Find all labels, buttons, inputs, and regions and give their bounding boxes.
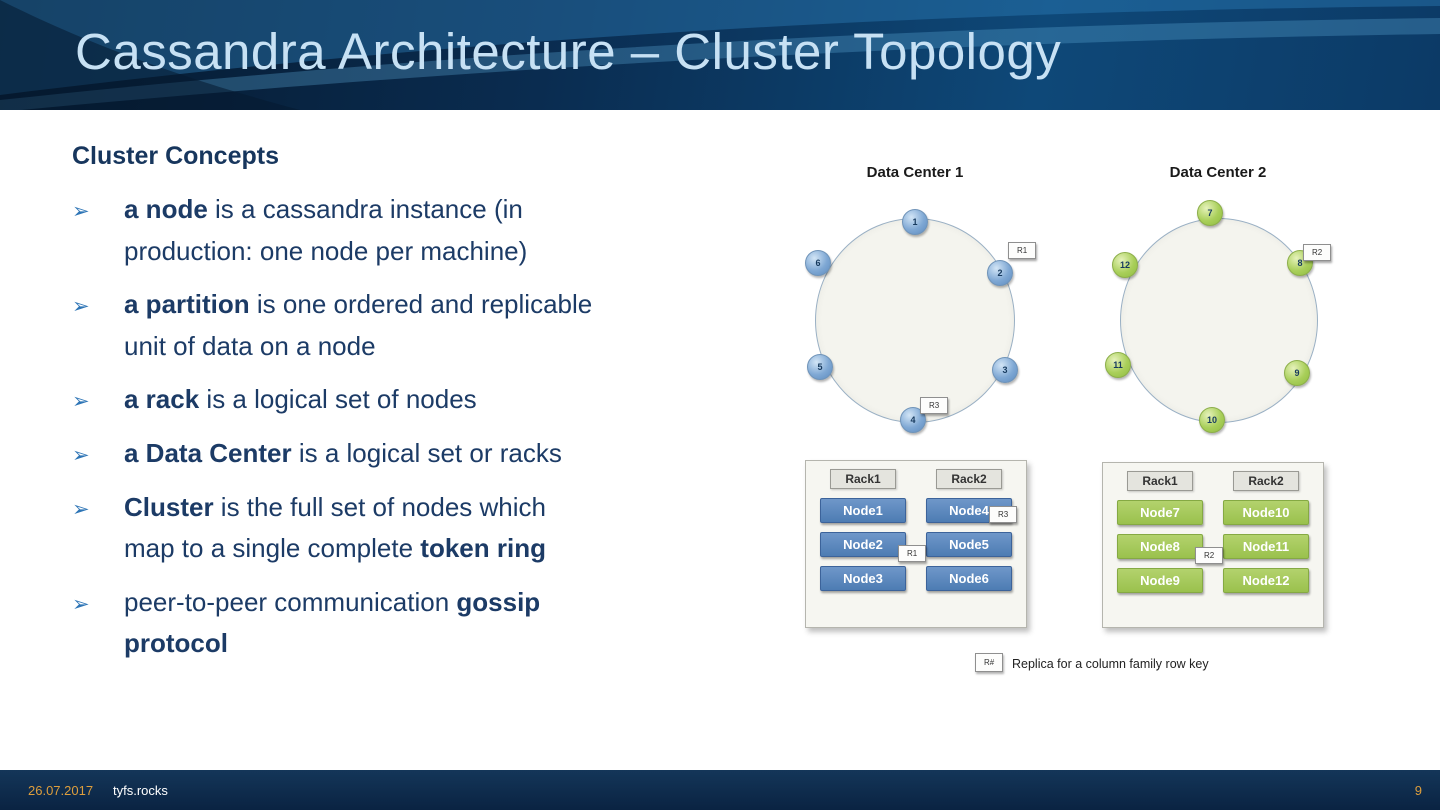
dc2-title: Data Center 2 (1169, 164, 1267, 181)
ring-node-7: 7 (1197, 200, 1223, 226)
bullet-item-datacenter: ➢ a Data Center is a logical set or rack… (72, 433, 752, 475)
replica-tag-r1: R1 (1008, 242, 1037, 259)
rack-node: Node10 (1223, 500, 1309, 525)
legend-replica-badge: R# (975, 653, 1004, 672)
content-area: Cluster Concepts ➢ a node is a cassandra… (72, 142, 752, 677)
header-swoosh-decoration (0, 0, 1440, 110)
replica-tag-r3: R3 (989, 506, 1018, 523)
bullet-arrow-icon: ➢ (72, 390, 90, 414)
cluster-topology-diagram: Data Center 1 Data Center 2 1 2 3 4 5 6 … (790, 150, 1360, 710)
rack-node: Node3 (820, 566, 906, 591)
bullet-arrow-icon: ➢ (72, 592, 90, 616)
rack-node: Node9 (1117, 568, 1203, 593)
replica-tag-r3: R3 (920, 397, 949, 414)
bullet-arrow-icon: ➢ (72, 200, 90, 223)
dc1-rack1-column: Rack1 Node1 Node2 Node3 (820, 469, 906, 600)
rack-node: Node2 (820, 532, 906, 557)
header-band: Cassandra Architecture – Cluster Topolog… (0, 0, 1440, 110)
bullet-arrow-icon: ➢ (72, 497, 90, 521)
dc2-token-ring (1120, 218, 1318, 423)
replica-tag-r2: R2 (1195, 547, 1224, 564)
dc1-title: Data Center 1 (866, 164, 964, 181)
bullet-arrow-icon: ➢ (72, 295, 90, 319)
rack-header: Rack1 (830, 469, 896, 489)
ring-node-11: 11 (1105, 352, 1131, 378)
footer-bar: 26.07.2017 tyfs.rocks 9 (0, 770, 1440, 810)
ring-node-12: 12 (1112, 252, 1138, 278)
ring-node-5: 5 (807, 354, 833, 380)
footer-site: tyfs.rocks (113, 783, 168, 798)
section-heading: Cluster Concepts (72, 142, 279, 170)
dc2-rack2-column: Rack2 Node10 Node11 Node12 (1223, 471, 1309, 602)
bullet-text: a rack is a logical set of nodes (124, 384, 477, 415)
bullet-text: a partition is one ordered and replicabl… (124, 289, 593, 361)
bullet-item-rack: ➢ a rack is a logical set of nodes (72, 379, 752, 421)
replica-tag-r1: R1 (898, 545, 927, 562)
dc2-rack1-column: Rack1 Node7 Node8 Node9 (1117, 471, 1203, 602)
rack-node: Node6 (926, 566, 1012, 591)
rack-node: Node11 (1223, 534, 1309, 559)
ring-node-10: 10 (1199, 407, 1225, 433)
rack-node: Node12 (1223, 568, 1309, 593)
rack-node: Node7 (1117, 500, 1203, 525)
bullet-text: a Data Center is a logical set or racks (124, 437, 562, 468)
bullet-item-cluster: ➢ Cluster is the full set of nodes which… (72, 487, 752, 570)
legend-text: Replica for a column family row key (1012, 657, 1209, 671)
dc2-rack-panel: Rack1 Node7 Node8 Node9 Rack2 Node10 Nod… (1102, 462, 1324, 628)
ring-node-6: 6 (805, 250, 831, 276)
ring-node-2: 2 (987, 260, 1013, 286)
rack-node: Node1 (820, 498, 906, 523)
rack-header: Rack1 (1127, 471, 1193, 491)
page-title: Cassandra Architecture – Cluster Topolog… (75, 23, 1062, 80)
ring-node-1: 1 (902, 209, 928, 235)
rack-header: Rack2 (936, 469, 1002, 489)
dc1-rack-panel: Rack1 Node1 Node2 Node3 Rack2 Node4 Node… (805, 460, 1027, 628)
footer-date: 26.07.2017 (28, 783, 94, 798)
ring-node-3: 3 (992, 357, 1018, 383)
replica-tag-r2: R2 (1303, 244, 1332, 261)
footer-page-number: 9 (1414, 783, 1422, 798)
ring-node-9: 9 (1284, 360, 1310, 386)
dc1-rack2-column: Rack2 Node4 Node5 Node6 (926, 469, 1012, 600)
rack-header: Rack2 (1233, 471, 1299, 491)
rack-node: Node5 (926, 532, 1012, 557)
bullet-arrow-icon: ➢ (72, 443, 90, 467)
bullet-item-partition: ➢ a partition is one ordered and replica… (72, 284, 752, 367)
dc1-token-ring (815, 218, 1015, 423)
rack-node: Node8 (1117, 534, 1203, 559)
